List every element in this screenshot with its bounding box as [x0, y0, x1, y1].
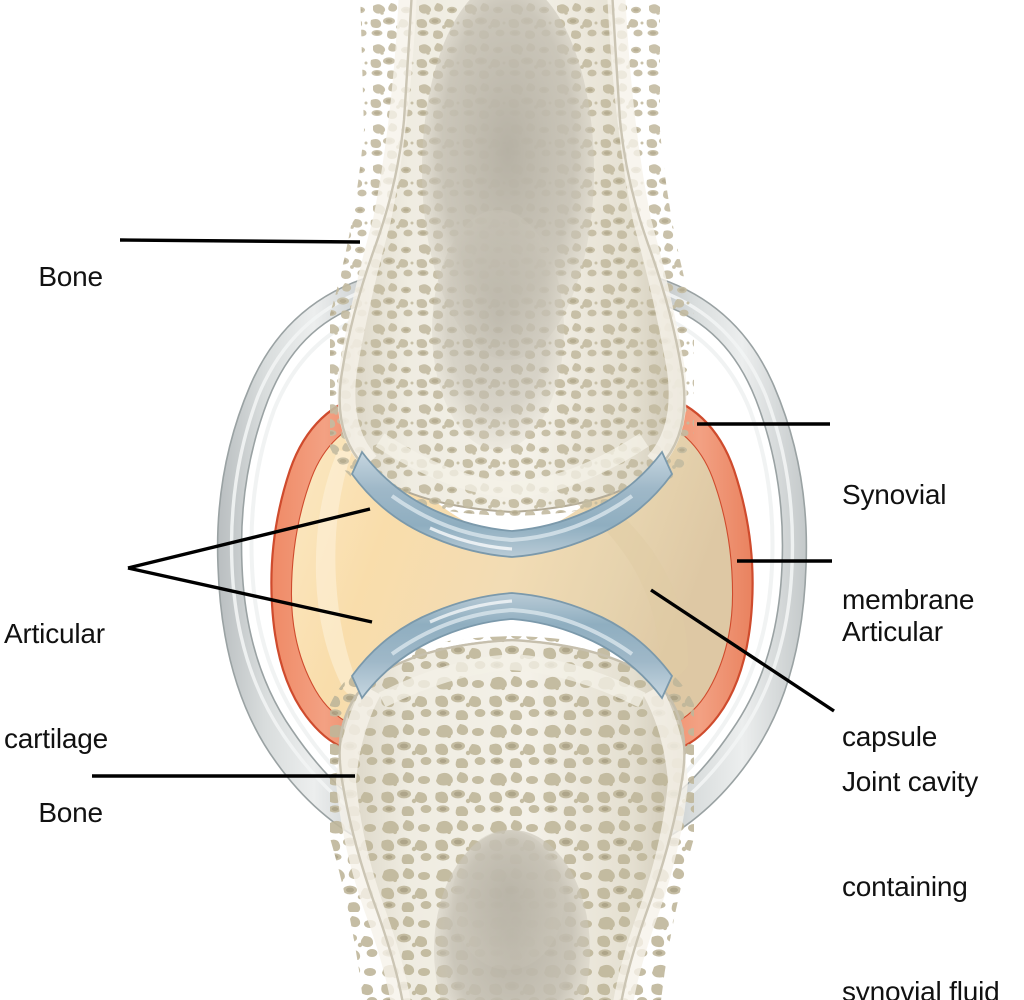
label-articular-capsule-line2: capsule: [842, 721, 938, 752]
label-joint-cavity-line1: Joint cavity: [842, 766, 979, 797]
label-bone-lower: Bone: [8, 760, 103, 865]
label-articular-capsule-line1: Articular: [842, 616, 943, 647]
label-synovial-membrane-line2: membrane: [842, 584, 975, 615]
label-bone-lower-text: Bone: [38, 797, 103, 828]
bone-lower: [330, 636, 694, 1000]
articular-cartilage-upper: [350, 450, 674, 558]
joint-cavity-leader: [650, 588, 835, 713]
leader-lines-group: [92, 238, 835, 778]
bone-upper: [330, 0, 694, 516]
label-synovial-membrane-line1: Synovial: [842, 479, 947, 510]
cartilage-upper-leader: [127, 507, 371, 570]
label-bone-upper: Bone: [8, 224, 103, 329]
label-articular-capsule: Articular capsule: [842, 544, 943, 824]
articular-cartilage-lower: [350, 592, 674, 700]
cartilage-lower-leader: [127, 566, 373, 624]
bone-upper-leader: [119, 238, 361, 244]
label-joint-cavity-line3: synovial fluid: [842, 976, 1000, 1000]
label-articular-cartilage: Articular cartilage: [4, 546, 108, 826]
label-joint-cavity: Joint cavity containing synovial fluid: [842, 694, 1000, 1000]
label-articular-cartilage-line2: cartilage: [4, 723, 109, 754]
label-articular-cartilage-line1: Articular: [4, 618, 105, 649]
label-joint-cavity-line2: containing: [842, 871, 968, 902]
label-synovial-membrane: Synovial membrane: [842, 407, 974, 687]
articular-capsule-shape: [216, 274, 808, 848]
label-bone-upper-text: Bone: [38, 261, 103, 292]
